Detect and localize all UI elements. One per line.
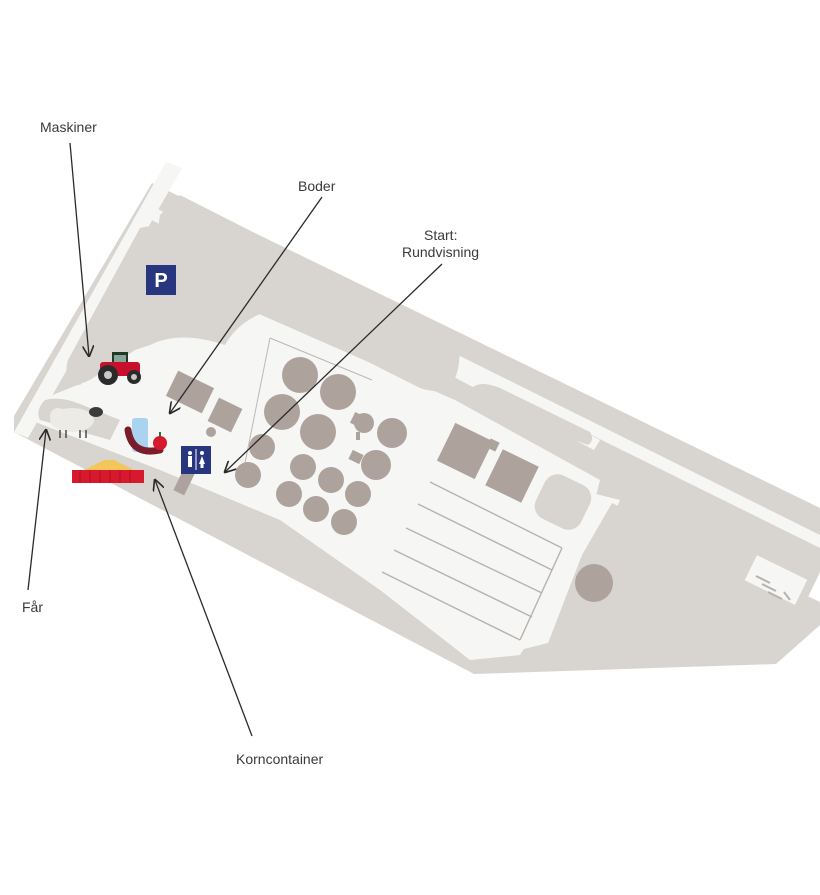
parking-icon: P [146,265,176,295]
buildings [165,370,539,503]
label-far: Får [22,599,43,615]
arrow-boder [170,196,323,413]
grain-container-icon [72,460,144,483]
arrow-korncontainer [155,480,253,737]
east-gate-structure [744,555,808,605]
callout-arrows [27,142,443,737]
arrow-far [27,430,46,591]
label-korncontainer: Korncontainer [236,751,324,767]
arrow-maskiner [69,142,89,356]
label-boder: Boder [298,178,336,194]
tanks [206,357,613,602]
stalls-icon [124,418,167,455]
sheep-icon [50,407,103,438]
label-start-line1: Start: [424,227,457,243]
parking-rows [381,481,563,641]
label-maskiner: Maskiner [40,119,97,135]
label-start-line2: Rundvisning [402,244,479,260]
parking-icon-letter: P [154,270,167,292]
plant-boundary [241,337,373,479]
tractor-icon [98,352,141,385]
arrow-start [225,263,443,472]
map-labels: Maskiner Boder Start: Rundvisning Får Ko… [22,119,479,767]
toilet-icon [181,446,211,474]
